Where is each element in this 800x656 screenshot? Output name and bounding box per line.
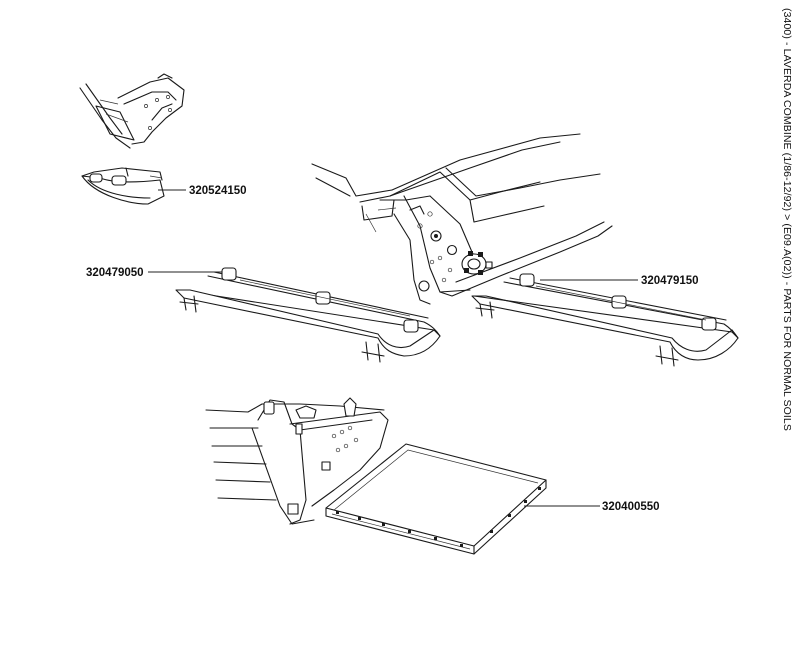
part-label-320479050: 320479050: [86, 267, 144, 279]
frame-structure-illustration: [311, 133, 613, 305]
frame-bracket-illustration: [79, 73, 185, 149]
part-label-320524150: 320524150: [189, 185, 247, 197]
side-frame-illustration: [205, 397, 389, 525]
small-curved-deflector: [81, 167, 165, 205]
right-trough-deflector: [471, 273, 739, 367]
left-trough-deflector: [175, 267, 441, 363]
flat-plate: [325, 443, 547, 555]
diagram-title: (3400) - LAVERDA COMBINE (1/86-12/92) > …: [781, 8, 793, 431]
part-label-320479150: 320479150: [641, 275, 699, 287]
part-label-320400550: 320400550: [602, 501, 660, 513]
